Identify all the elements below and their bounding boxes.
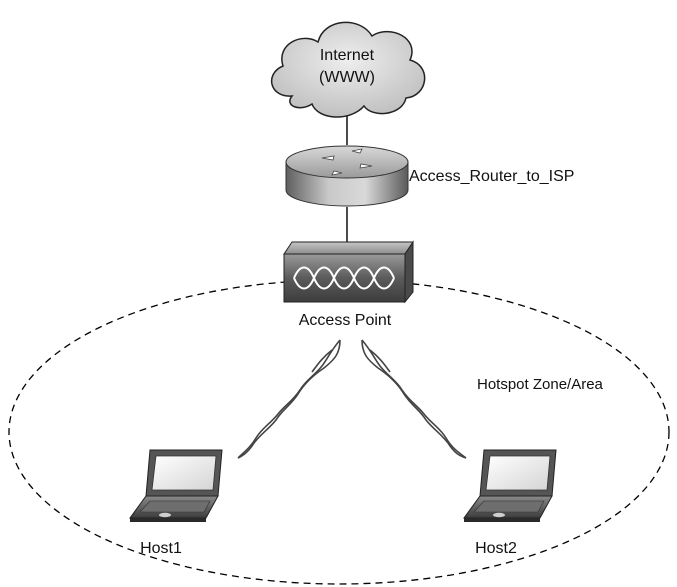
host2-label: Host2	[475, 540, 517, 557]
router-label: Access_Router_to_ISP	[409, 168, 574, 185]
hotspot-zone-boundary	[8, 279, 670, 585]
access-point-icon	[283, 240, 414, 304]
router-icon	[285, 145, 409, 207]
hotspot-zone-label: Hotspot Zone/Area	[477, 376, 604, 393]
wireless-signal-host1-icon	[237, 339, 341, 459]
access-point-label: Access Point	[299, 312, 392, 329]
host1-laptop-icon	[129, 449, 223, 522]
internet-cloud-icon	[270, 21, 426, 118]
internet-sublabel: (WWW)	[319, 69, 375, 86]
host2-laptop-icon	[463, 449, 557, 522]
internet-label: Internet	[320, 47, 375, 64]
wireless-signal-host2-icon	[361, 339, 467, 459]
host1-label: Host1	[140, 540, 182, 557]
